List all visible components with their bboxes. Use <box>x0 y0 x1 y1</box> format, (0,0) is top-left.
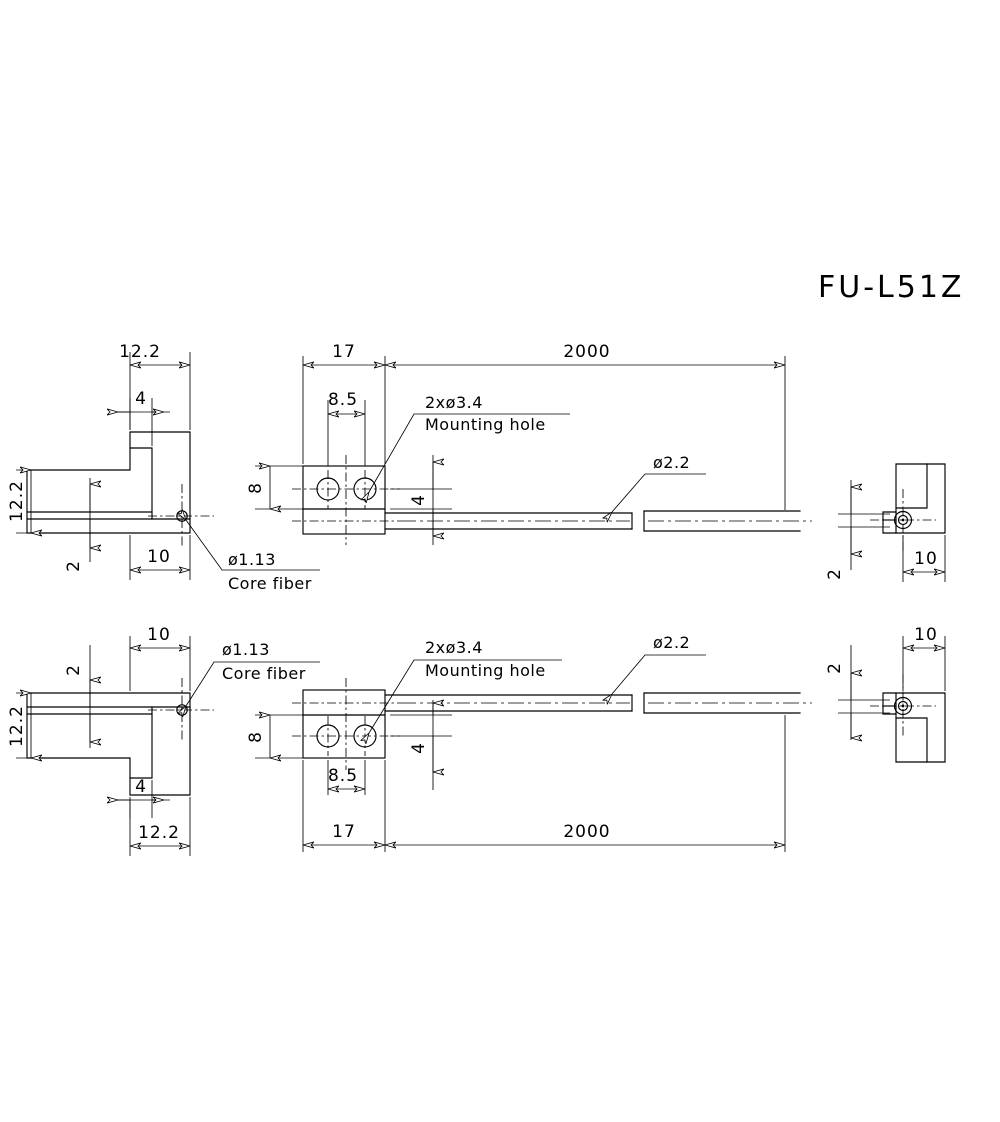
dim-label-2000-top-middle: 2000 <box>563 342 610 362</box>
label-mounting-hole-text-bottom-middle: Mounting hole <box>425 661 546 680</box>
end-profile-outer-bottom-right <box>895 692 946 763</box>
dim-label-17-top-middle: 17 <box>332 342 356 362</box>
view-bottom-right: 2 10 <box>825 625 946 763</box>
part-number-title: FU-L51Z <box>818 270 964 305</box>
profile-inner-step-bottom-left <box>26 706 153 779</box>
dim-label-2-top-left: 2 <box>64 560 84 572</box>
end-profile-foot-top-right <box>882 511 897 534</box>
dim-label-12-2-top-h: 12.2 <box>119 342 161 362</box>
dim-label-4-bottom-middle: 4 <box>409 742 429 754</box>
label-core-fiber-dia-top-left: ø1.13 <box>228 550 276 569</box>
dim-label-8-top-middle: 8 <box>246 482 266 494</box>
end-profile-notch-bottom-right <box>895 717 928 763</box>
view-top-right: 2 10 <box>825 463 946 582</box>
label-cable-dia-top-middle: ø2.2 <box>653 453 690 472</box>
dim-label-4-top-left: 4 <box>135 389 147 409</box>
dim-label-10-bottom-right: 10 <box>914 625 938 645</box>
leader-cable-dia-bottom-middle <box>612 654 706 694</box>
label-core-fiber-text-top-left: Core fiber <box>228 574 312 593</box>
end-profile-outer-top-right <box>895 463 946 534</box>
view-bottom-middle: 2xø3.4 Mounting hole ø2.2 8 4 8.5 17 200… <box>246 633 812 852</box>
label-cable-dia-bottom-middle: ø2.2 <box>653 633 690 652</box>
view-top-left: 12.2 4 12.2 2 10 ø1.13 Core fiber <box>7 342 320 593</box>
label-core-fiber-text-bottom-left: Core fiber <box>222 664 306 683</box>
profile-outline-top-left <box>26 431 191 534</box>
leader-core-fiber-top-left <box>186 520 320 571</box>
leader-mounting-hole-bottom-middle <box>369 659 562 733</box>
dim-label-2000-bottom-middle: 2000 <box>563 822 610 842</box>
label-mounting-hole-dia-bottom-middle: 2xø3.4 <box>425 638 483 657</box>
dim-label-4-top-middle: 4 <box>409 494 429 506</box>
block-upper-bottom-middle <box>302 689 386 716</box>
profile-inner-step-top-left <box>26 447 153 520</box>
view-top-middle: 17 2000 8.5 8 4 2xø3.4 Mounting hole ø2.… <box>246 342 812 545</box>
dim-label-2-top-right: 2 <box>825 568 845 580</box>
dim-label-10-top-right: 10 <box>914 549 938 569</box>
leader-core-fiber-bottom-left <box>186 661 320 706</box>
view-bottom-left: 2 10 12.2 4 12.2 ø1.13 Core fiber <box>7 625 320 856</box>
label-mounting-hole-dia-top-middle: 2xø3.4 <box>425 393 483 412</box>
dim-label-12-2-h-bottom-left: 12.2 <box>138 823 180 843</box>
dim-label-2-bottom-right: 2 <box>825 662 845 674</box>
dim-label-8-bottom-middle: 8 <box>246 731 266 743</box>
dim-label-8-5-bottom-middle: 8.5 <box>328 766 358 786</box>
end-profile-notch-top-right <box>895 463 928 509</box>
label-mounting-hole-text-top-middle: Mounting hole <box>425 415 546 434</box>
dim-label-10-bottom-left: 10 <box>147 625 171 645</box>
label-core-fiber-dia-bottom-left: ø1.13 <box>222 640 270 659</box>
block-lower-bottom-middle <box>302 714 386 759</box>
dim-label-12-2-v-bottom-left: 12.2 <box>7 705 27 747</box>
leader-cable-dia-top-middle <box>612 473 706 512</box>
dim-label-2-bottom-left: 2 <box>64 664 84 676</box>
dim-label-10-top-left: 10 <box>147 547 171 567</box>
dim-label-17-bottom-middle: 17 <box>332 822 356 842</box>
end-profile-foot-bottom-right <box>882 692 897 715</box>
dim-label-8-5-top-middle: 8.5 <box>328 390 358 410</box>
block-upper-top-middle <box>302 465 386 510</box>
profile-outline-bottom-left <box>26 692 191 796</box>
leader-mounting-hole-top-middle <box>369 413 570 492</box>
dim-label-12-2-v-top-left: 12.2 <box>7 480 27 522</box>
block-lower-top-middle <box>302 508 386 535</box>
dim-label-4-bottom-left: 4 <box>135 777 147 797</box>
